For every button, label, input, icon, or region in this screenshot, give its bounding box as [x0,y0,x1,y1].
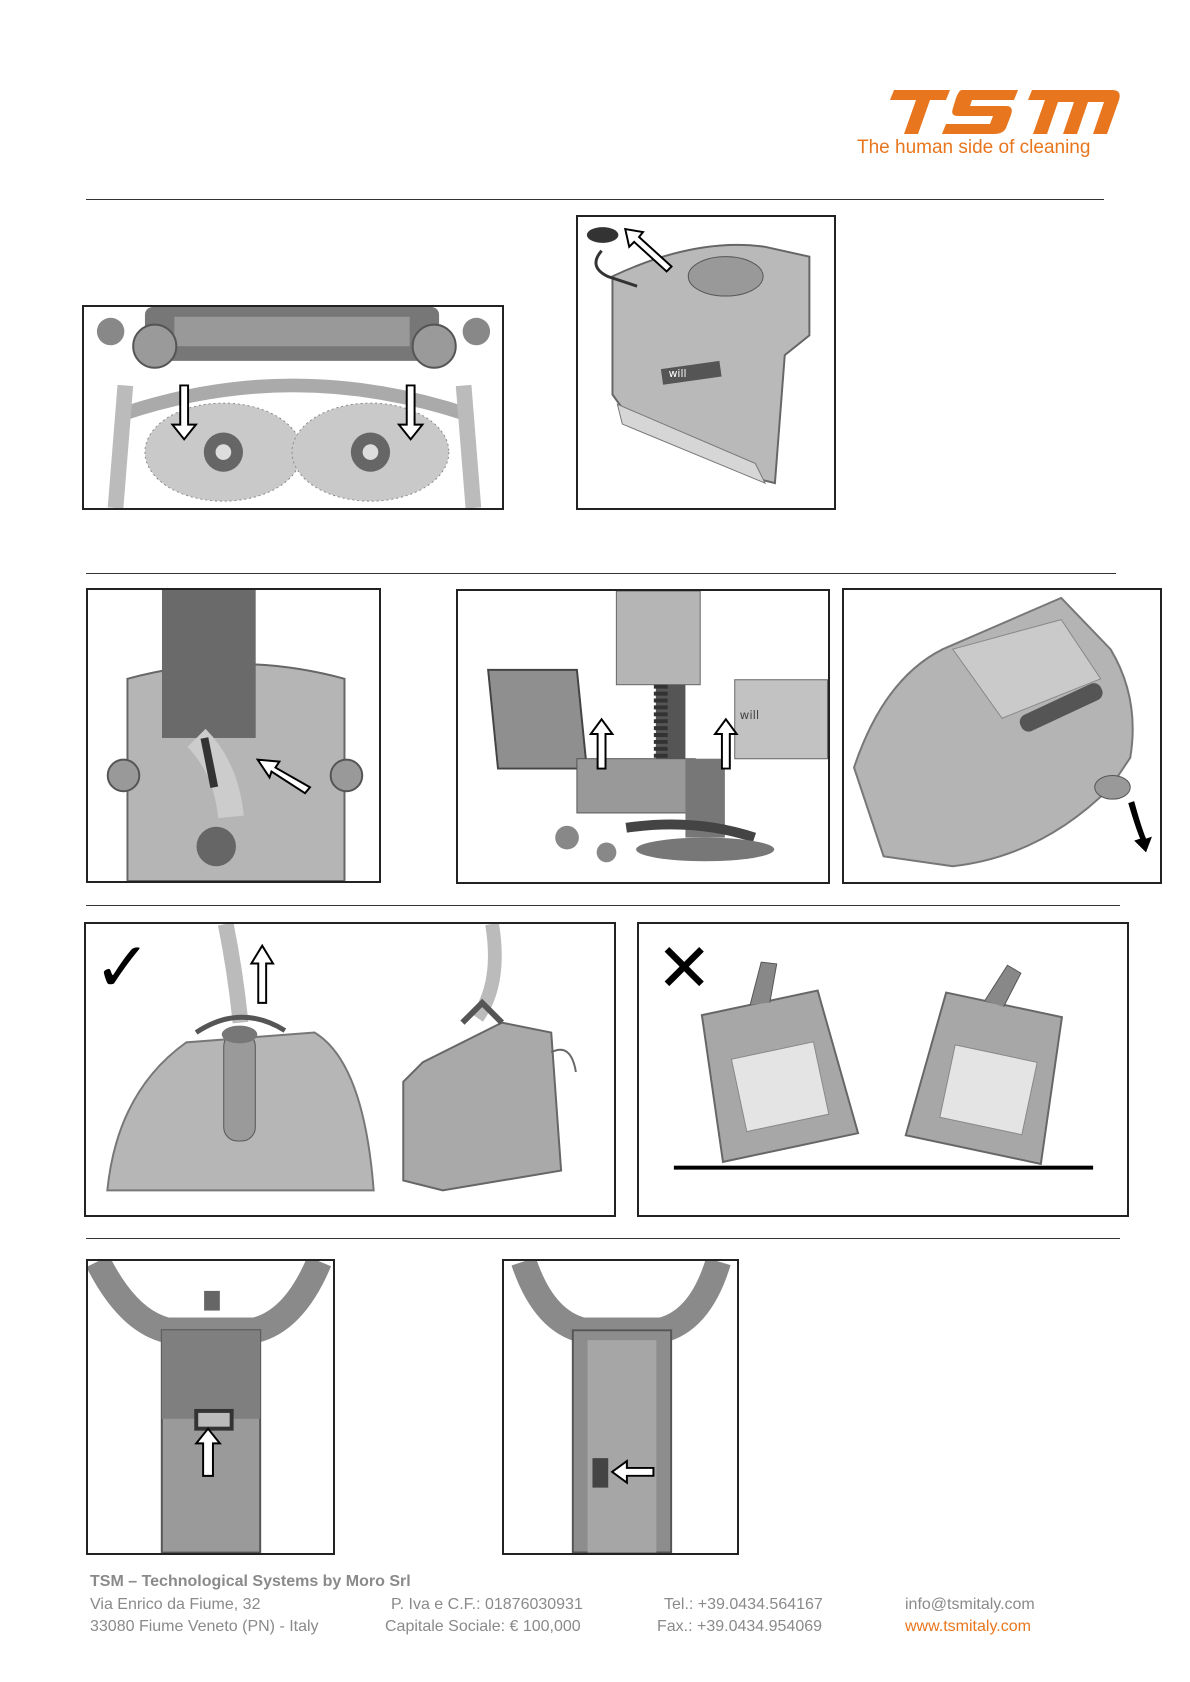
image-handle-front [86,1259,335,1555]
correct-lifting-illustration: ✓ [86,924,614,1215]
cross-mark-icon: ✕ [656,929,712,1007]
divider-3 [86,905,1120,906]
svg-text:will: will [669,367,687,380]
image-wrong-lifting: ✕ [637,922,1129,1217]
svg-text:will: will [740,708,760,722]
tsm-logo [880,88,1125,138]
image-tank-cap: will [576,215,836,510]
lift-tank-illustration: will [458,591,828,882]
image-tank-drain [842,588,1162,884]
tsm-logo-graphic [880,88,1125,138]
footer-address-2: 33080 Fiume Veneto (PN) - Italy [90,1618,319,1636]
image-correct-lifting: ✓ [84,922,616,1217]
image-handle-back [502,1259,739,1555]
image-hose-connection [86,588,381,883]
footer-email[interactable]: info@tsmitaly.com [905,1596,1035,1614]
divider-4 [86,1238,1120,1239]
footer-fax: Fax.: +39.0434.954069 [657,1618,822,1636]
brush-removal-illustration [84,307,502,508]
footer-vat: P. Iva e C.F.: 01876030931 [391,1596,583,1614]
footer-website-link[interactable]: www.tsmitaly.com [905,1618,1031,1636]
arrow-drain [1128,801,1152,852]
wrong-lifting-illustration: ✕ [639,924,1127,1215]
tagline: The human side of cleaning [857,137,1090,159]
footer-tel: Tel.: +39.0434.564167 [664,1596,823,1614]
image-brush-removal [82,305,504,510]
tank-drain-illustration [844,590,1160,882]
check-mark-icon: ✓ [94,928,152,1008]
footer-address-1: Via Enrico da Fiume, 32 [90,1596,260,1614]
footer-capital: Capitale Sociale: € 100,000 [385,1618,581,1636]
hose-connection-illustration [88,590,379,881]
floor-line [674,1166,1093,1170]
arrow-up-lift [251,946,273,1003]
divider-1 [86,199,1104,200]
image-lift-tank: will [456,589,830,884]
footer-company: TSM – Technological Systems by Moro Srl [90,1573,411,1591]
handle-back-illustration [504,1261,737,1553]
handle-front-illustration [88,1261,333,1553]
divider-2 [86,573,1116,574]
tank-cap-illustration: will [578,217,834,508]
